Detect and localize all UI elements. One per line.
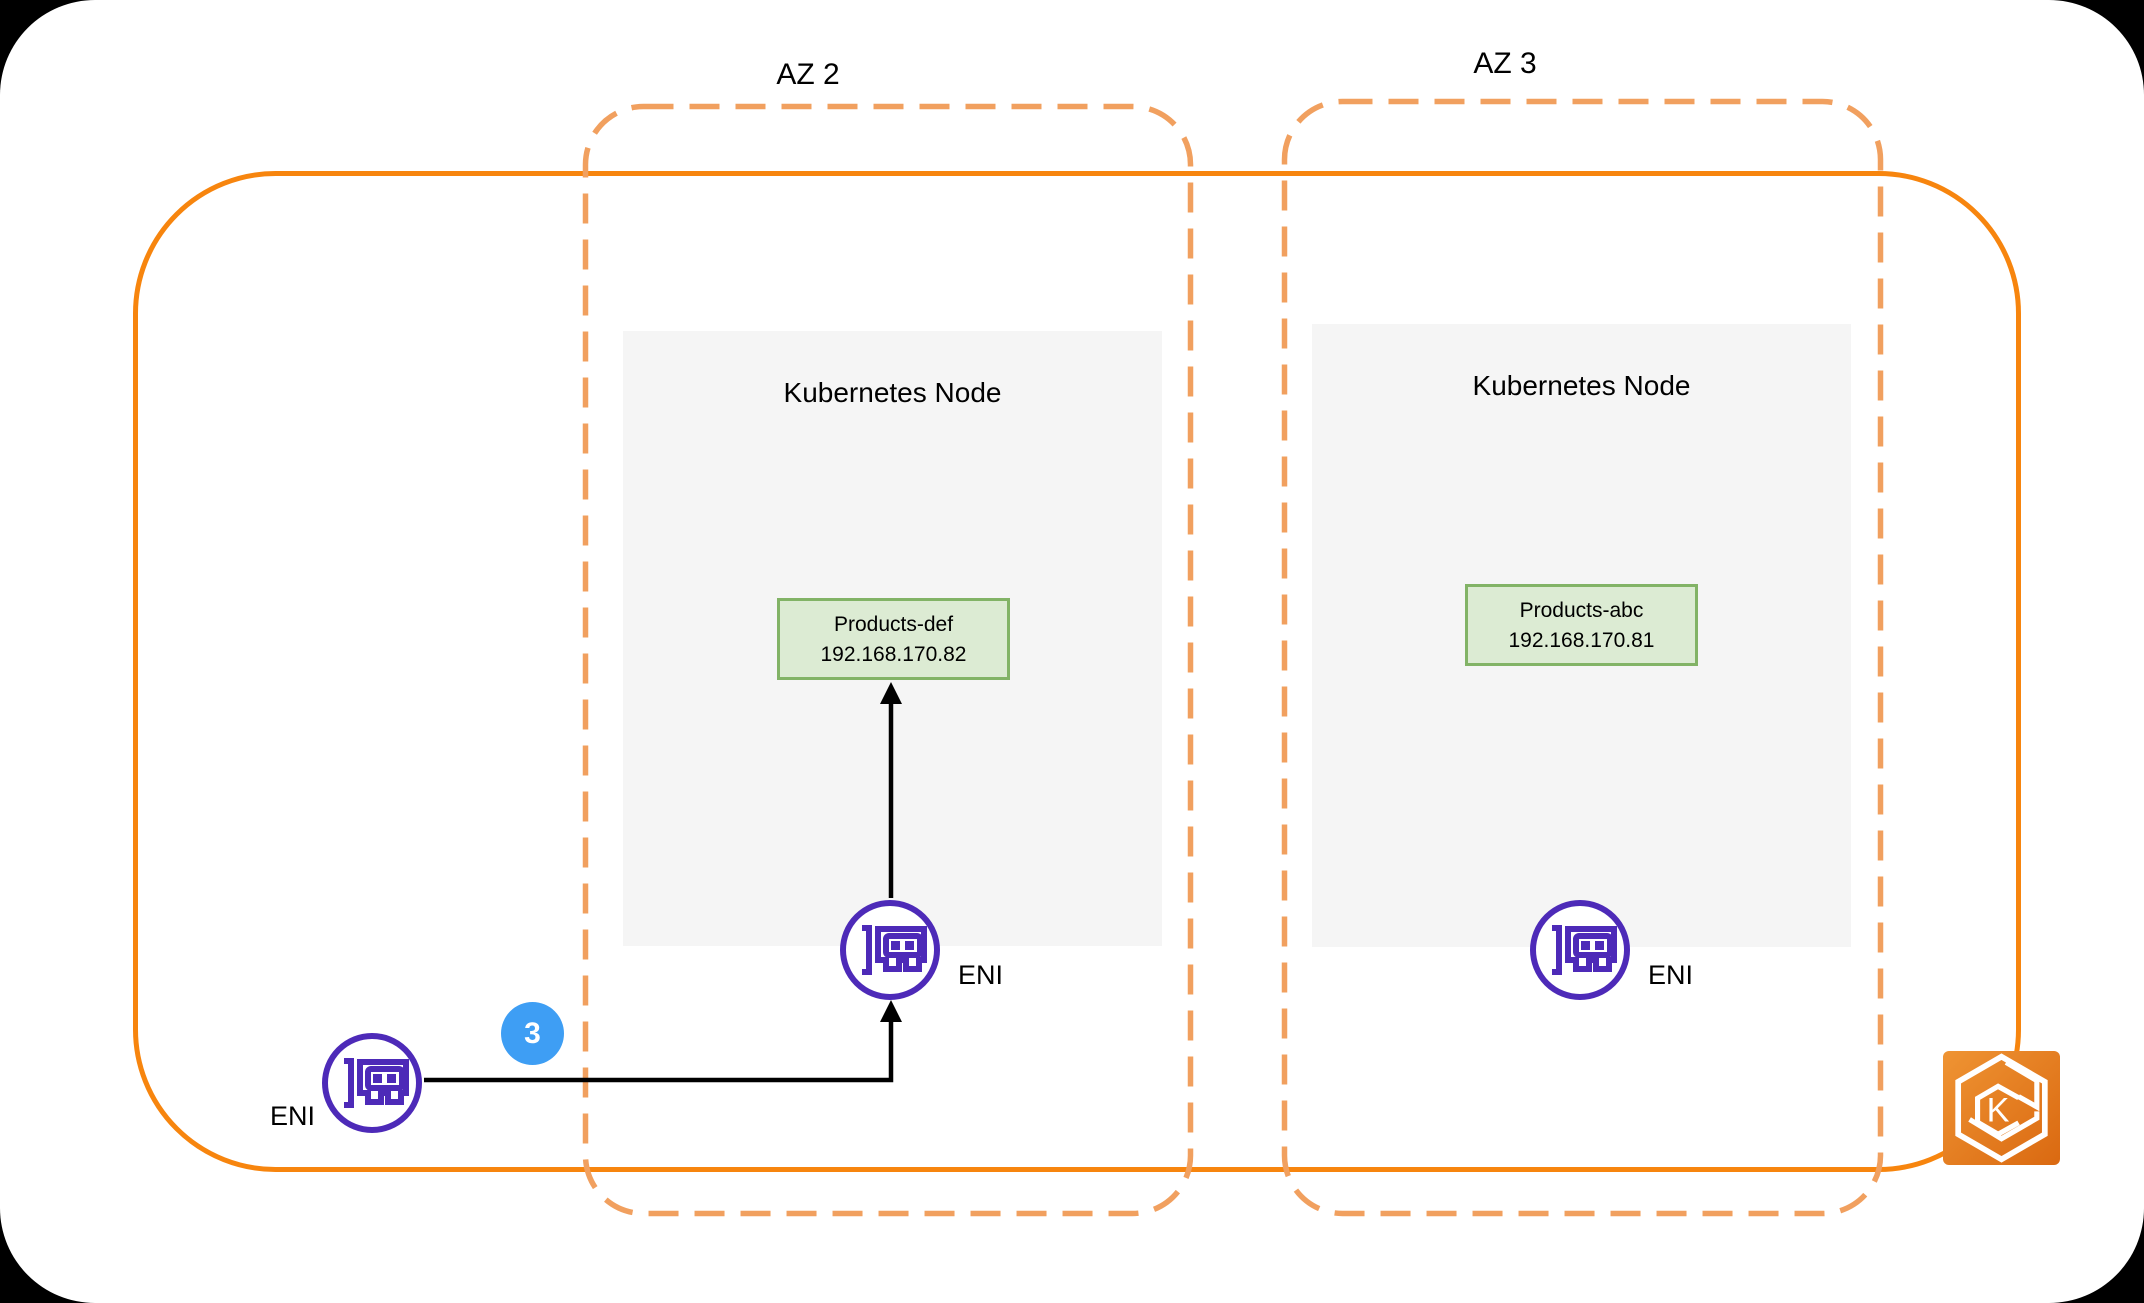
pod-name: Products-abc [1519, 598, 1644, 622]
eks-icon: K [1943, 1051, 2060, 1165]
eks-letter: K [1987, 1092, 2010, 1130]
eni-label: ENI [958, 960, 1004, 990]
pod-box-products-def: Products-def 192.168.170.82 [777, 598, 1010, 680]
pod-name: Products-def [833, 612, 954, 636]
arrowhead-up-into-eni [880, 1000, 902, 1022]
az2-label: AZ 2 [776, 58, 840, 91]
eni-icon [322, 1033, 422, 1133]
eni-icon [1530, 900, 1630, 1000]
pod-ip: 192.168.170.81 [1508, 628, 1655, 652]
kubernetes-node-title: Kubernetes Node [1472, 370, 1691, 401]
step-badge: 3 [501, 1002, 564, 1065]
eni-label: ENI [269, 1101, 315, 1131]
connector-external-eni-to-node-eni [424, 1018, 894, 1083]
pod-ip: 192.168.170.82 [820, 642, 967, 666]
kubernetes-node-title: Kubernetes Node [783, 377, 1002, 408]
eni-label: ENI [1648, 960, 1694, 990]
pod-box-products-abc: Products-abc 192.168.170.81 [1465, 584, 1698, 666]
eni-icon [840, 900, 940, 1000]
az3-label: AZ 3 [1473, 47, 1537, 80]
